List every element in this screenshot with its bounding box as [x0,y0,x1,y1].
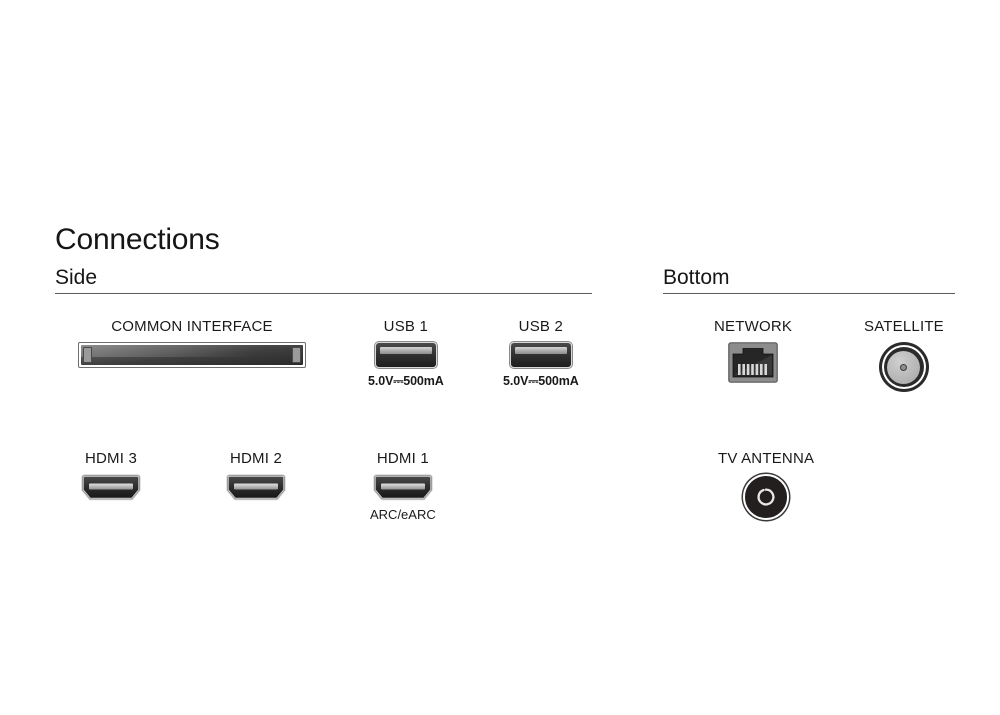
dc-symbol-icon: ⎓ [393,374,404,388]
ci-slot-right-cap [292,347,301,363]
port-common-interface-label: COMMON INTERFACE [111,318,273,335]
section-bottom-heading: Bottom [663,266,730,289]
port-hdmi-1-label: HDMI 1 [376,450,429,467]
section-side: Side [55,266,592,295]
usb-a-port-slot [379,347,432,354]
port-hdmi-2-label: HDMI 2 [229,450,283,467]
port-usb-1-rating: 5.0V⎓500mA [368,374,444,388]
port-tv-antenna-label: TV ANTENNA [718,450,815,467]
dc-symbol-icon: ⎓ [528,374,539,388]
usb-a-port-icon [374,342,437,368]
port-hdmi-2: HDMI 2 [225,450,287,501]
port-usb-1-label: USB 1 [383,318,429,335]
hdmi-port-icon [80,474,142,501]
port-usb-2: USB 2 5.0V⎓500mA [503,318,579,389]
port-network: NETWORK [714,318,792,383]
port-hdmi-1-sublabel: ARC/eARC [370,507,436,522]
port-network-label: NETWORK [714,318,793,335]
port-hdmi-3-label: HDMI 3 [84,450,138,467]
port-hdmi-3: HDMI 3 [80,450,142,501]
port-satellite: SATELLITE [864,318,944,392]
section-side-divider [55,293,592,295]
port-satellite-label: SATELLITE [864,318,944,335]
rj45-ethernet-icon [728,342,778,383]
port-hdmi-1: HDMI 1 ARC/eARC [370,450,436,522]
section-bottom-divider [663,293,955,295]
port-common-interface: COMMON INTERFACE [78,318,306,368]
hdmi-port-icon [225,474,287,501]
f-connector-center-pin [900,363,908,371]
f-connector-icon [878,342,929,392]
section-side-heading: Side [55,266,98,289]
ci-slot-left-cap [83,347,92,363]
coaxial-connector-icon [743,474,790,520]
port-usb-2-rating: 5.0V⎓500mA [503,374,579,388]
port-usb-2-label: USB 2 [518,318,564,335]
usb-a-port-slot [514,347,567,354]
usb-a-port-icon [509,342,572,368]
port-usb-1: USB 1 5.0V⎓500mA [368,318,444,389]
page-title: Connections [55,223,220,256]
ci-slot-icon [78,342,306,368]
hdmi-port-icon [372,474,434,501]
section-bottom: Bottom [663,266,955,295]
port-tv-antenna: TV ANTENNA [718,450,814,520]
